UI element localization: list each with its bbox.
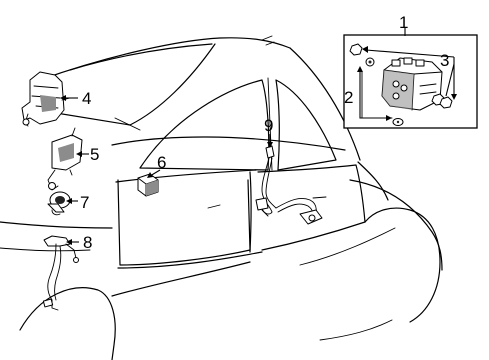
leader-lines bbox=[60, 28, 457, 245]
rear-window bbox=[275, 79, 337, 171]
callout-2: 2 bbox=[344, 88, 353, 107]
rear-door bbox=[257, 164, 366, 223]
front-door bbox=[117, 179, 251, 266]
callout-labels: 1 2 3 4 5 6 7 8 9 bbox=[80, 13, 449, 252]
callout-7: 7 bbox=[80, 193, 89, 212]
part-5-sensor-bracket bbox=[47, 127, 83, 191]
roof-line bbox=[39, 37, 291, 81]
callout-6: 6 bbox=[157, 153, 166, 172]
a-pillar bbox=[129, 43, 216, 126]
inset-abs-unit bbox=[343, 34, 478, 129]
part-9-rear-sensor-harness bbox=[255, 145, 323, 225]
front-wheel-arch bbox=[19, 287, 116, 360]
callout-1: 1 bbox=[399, 13, 408, 32]
callout-3: 3 bbox=[440, 51, 449, 70]
part-6-module bbox=[137, 173, 159, 197]
callout-5: 5 bbox=[90, 145, 99, 164]
part-7-mount bbox=[47, 191, 71, 216]
callout-8: 8 bbox=[83, 233, 92, 252]
callout-4: 4 bbox=[82, 89, 91, 108]
part-8-front-speed-sensor bbox=[42, 235, 79, 311]
callout-9: 9 bbox=[264, 116, 273, 135]
rear-wheel-arch bbox=[364, 207, 441, 323]
vehicle-body bbox=[0, 35, 443, 360]
